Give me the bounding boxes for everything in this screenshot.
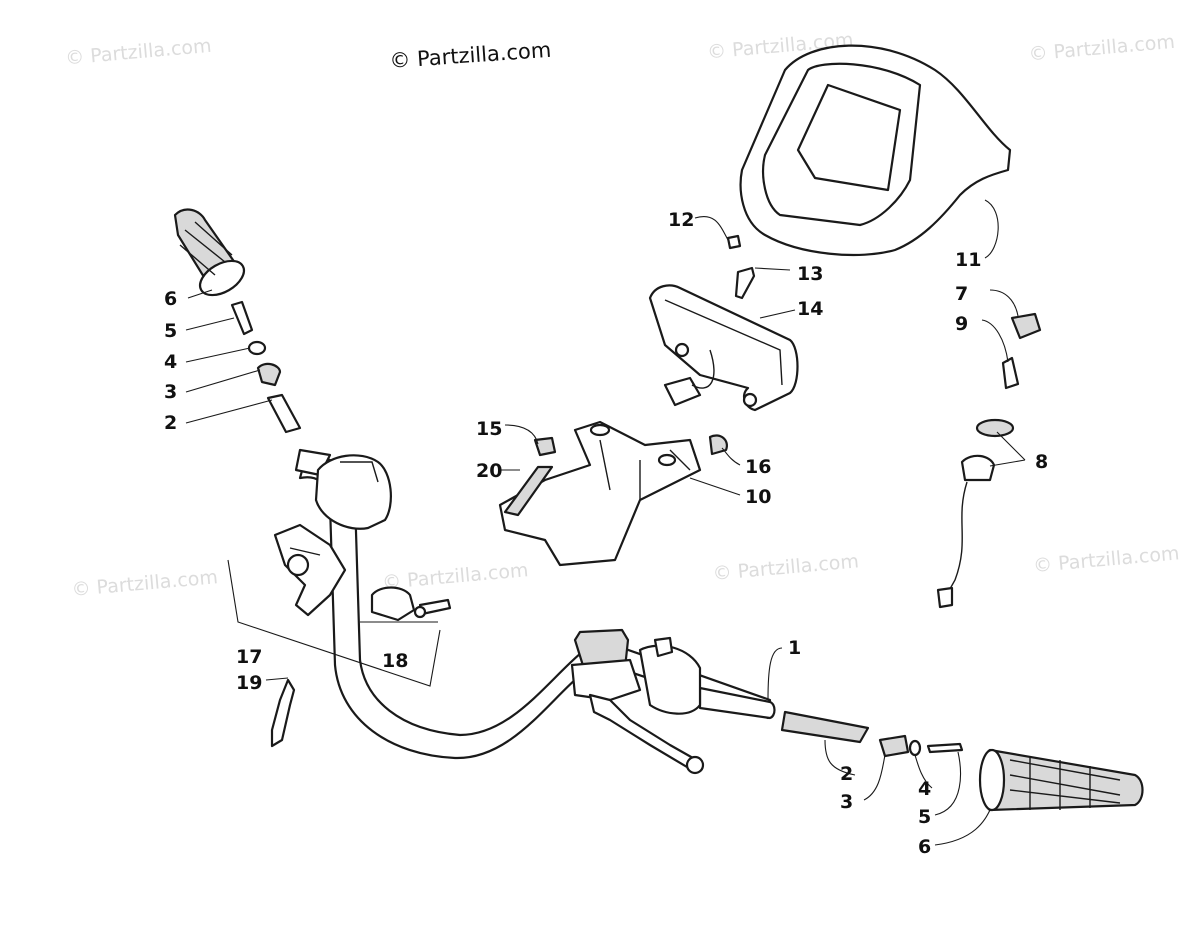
hand-grip-left	[173, 208, 246, 297]
washer-left	[247, 340, 267, 356]
cable-part	[270, 678, 296, 748]
callout-2-right: 2	[840, 763, 853, 785]
watermark: © Partzilla.com	[712, 550, 860, 585]
callout-5-right: 5	[918, 806, 931, 828]
instrument-hood-part	[739, 44, 1012, 257]
callout-15: 15	[476, 418, 502, 440]
ignition-switch-part	[936, 312, 1042, 609]
leader-lines	[185, 199, 1026, 846]
throttle-switch-part	[273, 523, 347, 617]
callout-1: 1	[788, 637, 801, 659]
callout-16: 16	[745, 456, 771, 478]
callout-6-right: 6	[918, 836, 931, 858]
watermark: © Partzilla.com	[381, 559, 529, 594]
callout-11: 11	[955, 249, 981, 271]
watermark: © Partzilla.com	[71, 566, 219, 601]
callout-4-left: 4	[164, 351, 177, 373]
callout-18: 18	[382, 650, 408, 672]
callout-4-right: 4	[918, 778, 931, 800]
callout-12: 12	[668, 209, 694, 231]
washer-right	[908, 739, 922, 757]
callout-labels: 6 5 4 3 2 12 13 14 11 7 9 8 15 20 16 10 …	[164, 209, 1048, 858]
callout-8: 8	[1035, 451, 1048, 473]
instrument-cluster-part	[648, 284, 799, 412]
callout-2-left: 2	[164, 412, 177, 434]
watermark: © Partzilla.com	[64, 35, 212, 70]
hand-grip-right	[978, 748, 1144, 812]
tube-20	[503, 465, 554, 517]
bolt-right	[926, 742, 964, 754]
callout-7: 7	[955, 283, 968, 305]
callout-9: 9	[955, 313, 968, 335]
grip-sleeve-right	[780, 710, 870, 744]
watermark: © Partzilla.com	[1032, 542, 1180, 577]
brake-master-cylinder-part	[570, 628, 705, 775]
callout-19: 19	[236, 672, 262, 694]
watermark: © Partzilla.com	[1028, 31, 1176, 66]
callout-6-left: 6	[164, 288, 177, 310]
callout-10: 10	[745, 486, 771, 508]
callout-14: 14	[797, 298, 823, 320]
callout-3-left: 3	[164, 381, 177, 403]
left-switch-housing	[294, 448, 392, 530]
screw-12	[726, 234, 742, 250]
spacer-15	[533, 436, 557, 457]
grip-sleeve-left	[266, 393, 302, 434]
bolt-left	[230, 300, 254, 336]
end-cap-left	[256, 362, 282, 387]
end-cap-right	[878, 734, 910, 758]
callout-17: 17	[236, 646, 262, 668]
copyright-text: © Partzilla.com	[389, 38, 552, 73]
screw-13	[734, 266, 756, 300]
clamp-part	[370, 586, 452, 622]
callout-13: 13	[797, 263, 823, 285]
callout-3-right: 3	[840, 791, 853, 813]
callout-20: 20	[476, 460, 502, 482]
callout-5-left: 5	[164, 320, 177, 342]
